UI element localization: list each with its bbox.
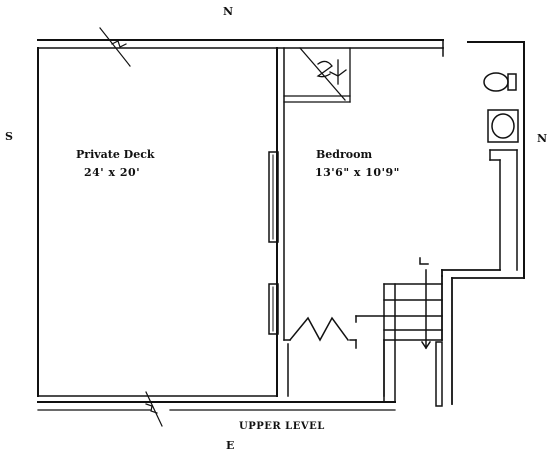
private-deck-outline: [37, 47, 396, 411]
bathroom: [483, 41, 525, 279]
top-wall: [37, 39, 525, 57]
compass-right-label: N: [537, 132, 548, 145]
stair-hall-walls: [441, 269, 525, 405]
private-deck-dims: 24' x 20': [84, 166, 141, 179]
staircase: [383, 257, 443, 407]
compass-left-label: S: [5, 130, 13, 143]
upper-stair-area: [283, 47, 351, 103]
break-mark-bottom: [145, 391, 163, 427]
bedroom-name: Bedroom: [316, 148, 373, 161]
compass-top-label: N: [223, 5, 234, 18]
closet: [283, 315, 385, 397]
level-label: UPPER LEVEL: [239, 421, 325, 432]
private-deck-name: Private Deck: [76, 148, 155, 161]
compass-bottom-label: E: [226, 439, 235, 452]
deck-bedroom-wall: [268, 47, 285, 397]
bedroom-dims: 13'6" x 10'9": [315, 166, 400, 179]
break-mark-top: [99, 27, 131, 67]
